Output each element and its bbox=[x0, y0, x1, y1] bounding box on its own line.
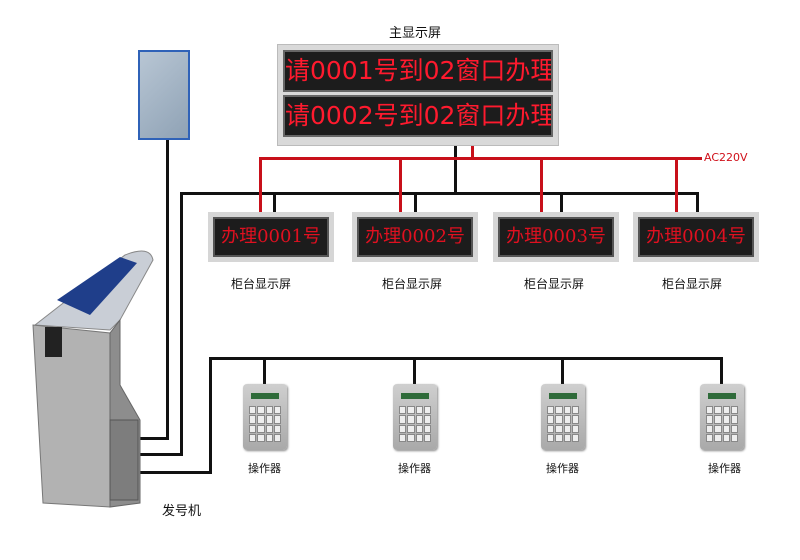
operator-keypad-4 bbox=[700, 384, 744, 450]
operator-label: 操作器 bbox=[708, 462, 741, 475]
display-bus-wire-h bbox=[140, 453, 183, 456]
power-drop bbox=[675, 157, 678, 213]
main-display-signal-wire bbox=[454, 145, 457, 195]
counter-display-label: 柜台显示屏 bbox=[382, 277, 443, 291]
operator-drop bbox=[720, 357, 723, 384]
counter-display-4: 办理0004号 bbox=[633, 212, 759, 262]
speaker-icon bbox=[138, 50, 190, 140]
counter-display-label: 柜台显示屏 bbox=[524, 277, 585, 291]
signal-drop bbox=[414, 192, 417, 213]
operator-bus-wire bbox=[209, 357, 212, 473]
counter-display-label: 柜台显示屏 bbox=[662, 277, 723, 291]
main-display-line-1: 请0001号到02窗口办理 bbox=[283, 50, 553, 92]
ticket-kiosk-icon bbox=[32, 250, 154, 508]
operator-label: 操作器 bbox=[248, 462, 281, 475]
counter-display-label: 柜台显示屏 bbox=[231, 277, 292, 291]
operator-label: 操作器 bbox=[546, 462, 579, 475]
kiosk-label: 发号机 bbox=[162, 504, 202, 519]
main-display: 请0001号到02窗口办理 请0002号到02窗口办理 bbox=[277, 44, 559, 146]
operator-keypad-3 bbox=[541, 384, 585, 450]
power-drop bbox=[399, 157, 402, 213]
speaker-wire-h bbox=[140, 437, 169, 440]
counter-display-1: 办理0001号 bbox=[208, 212, 334, 262]
counter-display-text: 办理0002号 bbox=[357, 217, 473, 257]
signal-drop bbox=[696, 192, 699, 213]
operator-keypad-2 bbox=[393, 384, 437, 450]
power-drop bbox=[259, 157, 262, 213]
power-bus bbox=[259, 157, 702, 160]
operator-keypad-1 bbox=[243, 384, 287, 450]
signal-drop bbox=[273, 192, 276, 213]
counter-display-2: 办理0002号 bbox=[352, 212, 478, 262]
power-drop bbox=[540, 157, 543, 213]
display-bus-wire bbox=[180, 192, 183, 455]
main-display-line-2: 请0002号到02窗口办理 bbox=[283, 95, 553, 137]
power-label: AC220V bbox=[704, 151, 748, 164]
signal-drop bbox=[560, 192, 563, 213]
counter-display-text: 办理0001号 bbox=[213, 217, 329, 257]
operator-drop bbox=[413, 357, 416, 384]
speaker-wire bbox=[166, 140, 169, 440]
counter-display-3: 办理0003号 bbox=[493, 212, 619, 262]
operator-bus-wire-h bbox=[140, 471, 212, 474]
operator-drop bbox=[561, 357, 564, 384]
counter-display-text: 办理0004号 bbox=[638, 217, 754, 257]
operator-drop bbox=[263, 357, 266, 384]
main-display-title: 主显示屏 bbox=[389, 26, 442, 41]
signal-bus bbox=[180, 192, 699, 195]
main-display-power-wire bbox=[471, 145, 474, 159]
counter-display-text: 办理0003号 bbox=[498, 217, 614, 257]
operator-bus bbox=[209, 357, 723, 360]
operator-label: 操作器 bbox=[398, 462, 431, 475]
